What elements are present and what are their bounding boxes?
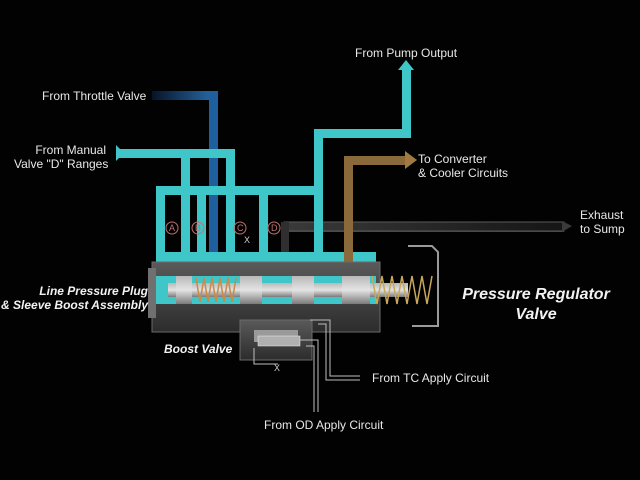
pressure-regulator-label: Pressure Regulator Valve bbox=[462, 286, 610, 323]
exhaust-label: Exhaust to Sump bbox=[580, 208, 625, 236]
pump-output-label: From Pump Output bbox=[355, 46, 458, 60]
throttle-valve-label: From Throttle Valve bbox=[42, 89, 147, 103]
od-apply-line bbox=[253, 339, 319, 412]
throttle-line bbox=[152, 91, 218, 266]
boost-valve-body bbox=[257, 335, 301, 347]
pump-output-arrow bbox=[398, 60, 414, 70]
x-mark-upper: X bbox=[244, 235, 250, 245]
port-b-label: B bbox=[195, 223, 201, 233]
port-markers: A B C D bbox=[165, 221, 281, 235]
regulator-spool bbox=[168, 276, 408, 304]
tc-apply-line bbox=[310, 319, 360, 381]
line-pressure-plug-label: Line Pressure Plug & Sleeve Boost Assemb… bbox=[1, 284, 148, 312]
port-d-label: D bbox=[271, 223, 278, 233]
manual-valve-label: From Manual Valve "D" Ranges bbox=[14, 143, 109, 171]
regulator-end-cap bbox=[408, 245, 439, 327]
od-apply-label: From OD Apply Circuit bbox=[264, 418, 384, 432]
port-a-label: A bbox=[169, 223, 175, 233]
manual-arrow bbox=[116, 145, 124, 161]
x-mark-lower: X bbox=[274, 363, 280, 373]
converter-line bbox=[344, 151, 417, 276]
boost-spring bbox=[195, 277, 237, 303]
boost-valve-label: Boost Valve bbox=[164, 342, 233, 356]
port-c-label: C bbox=[237, 223, 244, 233]
exhaust-line bbox=[281, 221, 565, 256]
exhaust-arrow bbox=[562, 221, 572, 232]
tc-apply-label: From TC Apply Circuit bbox=[372, 371, 490, 385]
converter-label: To Converter & Cooler Circuits bbox=[418, 152, 509, 180]
regulator-spring bbox=[371, 275, 433, 305]
